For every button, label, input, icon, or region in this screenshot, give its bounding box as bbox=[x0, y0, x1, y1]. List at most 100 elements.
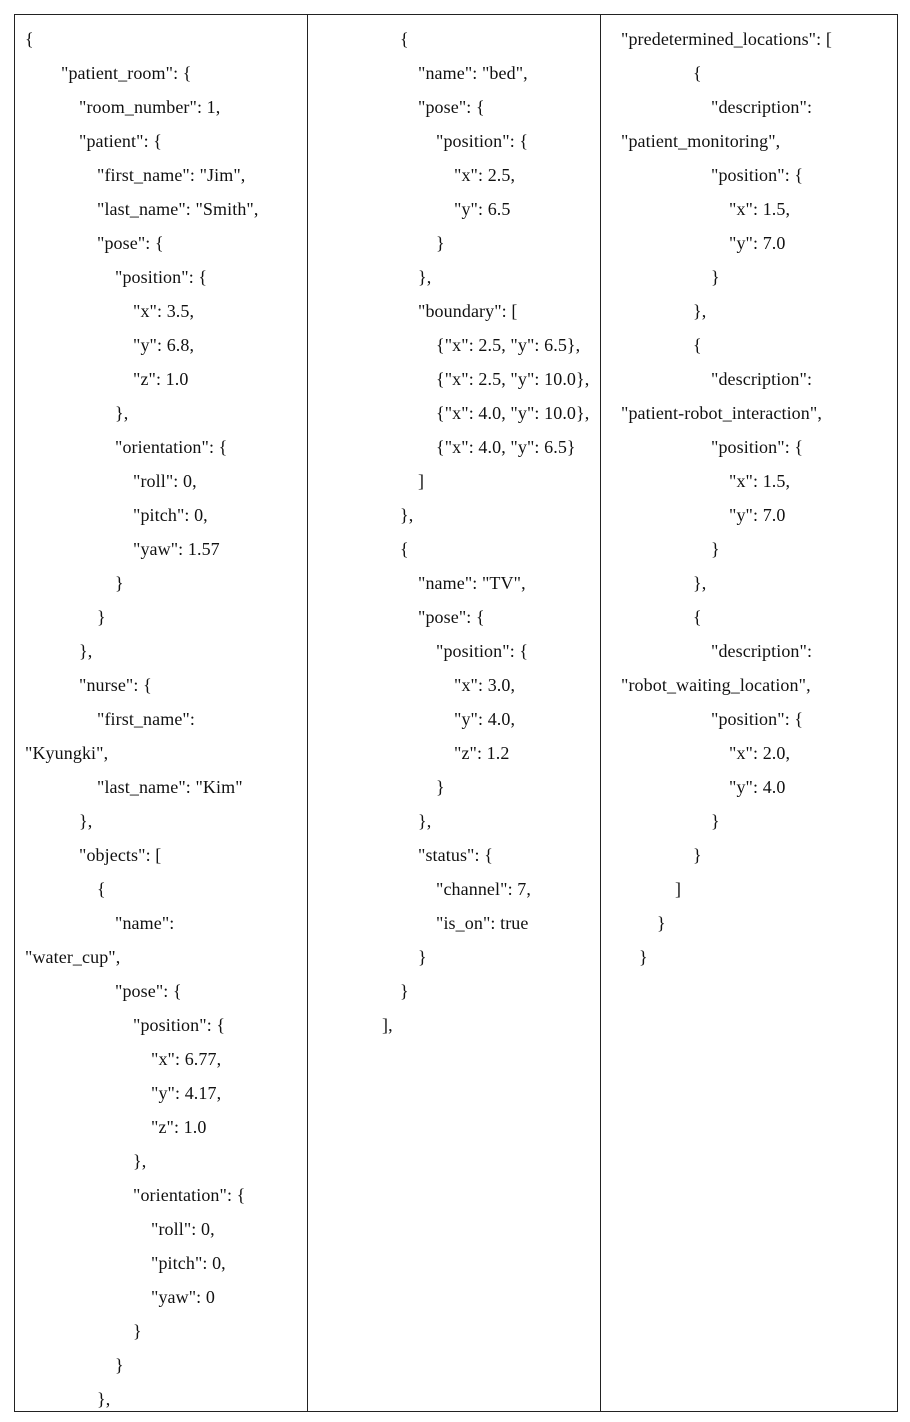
code-line: } bbox=[133, 1321, 142, 1341]
code-line: ] bbox=[418, 471, 425, 491]
code-line: "is_on": true bbox=[436, 913, 529, 933]
code-line: "patient_room": { bbox=[61, 63, 192, 83]
code-line: {"x": 4.0, "y": 6.5} bbox=[436, 437, 576, 457]
code-line: "position": { bbox=[115, 267, 208, 287]
code-line: "y": 4.17, bbox=[151, 1083, 222, 1103]
code-line: }, bbox=[418, 811, 432, 831]
code-line: "z": 1.0 bbox=[133, 369, 189, 389]
code-line: "y": 6.5 bbox=[454, 199, 511, 219]
code-line: { bbox=[693, 63, 702, 83]
column-2: { "name": "bed", "pose": { "position": { "x"… bbox=[308, 15, 601, 1411]
code-line: "predetermined_locations": [ bbox=[621, 29, 832, 49]
code-line: }, bbox=[115, 403, 129, 423]
code-line: "pose": { bbox=[115, 981, 182, 1001]
code-line: {"x": 4.0, "y": 10.0}, bbox=[436, 403, 590, 423]
code-line: "pitch": 0, bbox=[151, 1253, 226, 1273]
code-line: {"x": 2.5, "y": 10.0}, bbox=[436, 369, 590, 389]
code-line: "robot_waiting_location", bbox=[621, 675, 811, 695]
code-line: { bbox=[400, 539, 409, 559]
code-line: "roll": 0, bbox=[151, 1219, 215, 1239]
code-line: "first_name": "Jim", bbox=[97, 165, 246, 185]
code-line: { bbox=[400, 29, 409, 49]
code-line: }, bbox=[418, 267, 432, 287]
code-line: } bbox=[97, 607, 106, 627]
code-line: "first_name": bbox=[97, 709, 195, 729]
code-line: }, bbox=[693, 301, 707, 321]
code-line: } bbox=[436, 233, 445, 253]
code-line: }, bbox=[79, 811, 93, 831]
code-line: "z": 1.2 bbox=[454, 743, 510, 763]
code-line: "pose": { bbox=[418, 607, 485, 627]
code-line: "position": { bbox=[711, 709, 804, 729]
code-line: "position": { bbox=[711, 437, 804, 457]
code-line: "z": 1.0 bbox=[151, 1117, 207, 1137]
code-line: "y": 4.0, bbox=[454, 709, 516, 729]
code-line: "pose": { bbox=[97, 233, 164, 253]
code-line: "room_number": 1, bbox=[79, 97, 221, 117]
code-line: "x": 3.5, bbox=[133, 301, 195, 321]
code-line: "position": { bbox=[133, 1015, 226, 1035]
code-line: "x": 6.77, bbox=[151, 1049, 222, 1069]
code-line: ], bbox=[382, 1015, 393, 1035]
code-line: "x": 2.5, bbox=[454, 165, 516, 185]
code-line: "y": 4.0 bbox=[729, 777, 786, 797]
code-line: "patient-robot_interaction", bbox=[621, 403, 822, 423]
code-line: "water_cup", bbox=[25, 947, 121, 967]
code-line: "channel": 7, bbox=[436, 879, 531, 899]
code-line: "description": bbox=[711, 369, 813, 389]
code-line: "Kyungki", bbox=[25, 743, 109, 763]
code-line: "description": bbox=[711, 641, 813, 661]
code-line: "x": 2.0, bbox=[729, 743, 791, 763]
code-line: "orientation": { bbox=[133, 1185, 246, 1205]
code-line: "x": 3.0, bbox=[454, 675, 516, 695]
code-line: }, bbox=[79, 641, 93, 661]
code-line: } bbox=[400, 981, 409, 1001]
code-line: "boundary": [ bbox=[418, 301, 518, 321]
code-line: { bbox=[693, 607, 702, 627]
code-line: "roll": 0, bbox=[133, 471, 197, 491]
code-line: "position": { bbox=[711, 165, 804, 185]
code-line: } bbox=[115, 1355, 124, 1375]
code-line: } bbox=[639, 947, 648, 967]
code-line: "name": bbox=[115, 913, 175, 933]
code-line: "y": 7.0 bbox=[729, 505, 786, 525]
code-line: }, bbox=[133, 1151, 147, 1171]
code-line: }, bbox=[400, 505, 414, 525]
code-line: }, bbox=[693, 573, 707, 593]
code-line: "yaw": 0 bbox=[151, 1287, 215, 1307]
code-line: "orientation": { bbox=[115, 437, 228, 457]
code-line: } bbox=[711, 267, 720, 287]
code-line: { bbox=[97, 879, 106, 899]
code-line: "x": 1.5, bbox=[729, 471, 791, 491]
code-line: } bbox=[693, 845, 702, 865]
code-line: } bbox=[418, 947, 427, 967]
column-1: { "patient_room": { "room_number": 1, "pati… bbox=[15, 15, 308, 1411]
column-3: "predetermined_locations": [ { "descriptio… bbox=[601, 15, 899, 1411]
code-line: "description": bbox=[711, 97, 813, 117]
code-line: "nurse": { bbox=[79, 675, 152, 695]
code-line: "objects": [ bbox=[79, 845, 162, 865]
code-line: { bbox=[25, 29, 34, 49]
code-line: { bbox=[693, 335, 702, 355]
code-line: "y": 6.8, bbox=[133, 335, 195, 355]
code-line: "patient_monitoring", bbox=[621, 131, 781, 151]
code-line: "y": 7.0 bbox=[729, 233, 786, 253]
json-listing-table: { "patient_room": { "room_number": 1, "pati… bbox=[14, 14, 898, 1412]
code-line: "yaw": 1.57 bbox=[133, 539, 220, 559]
code-line: } bbox=[711, 539, 720, 559]
code-line: "pose": { bbox=[418, 97, 485, 117]
code-line: "last_name": "Kim" bbox=[97, 777, 243, 797]
code-line: ] bbox=[675, 879, 682, 899]
code-line: } bbox=[711, 811, 720, 831]
code-line: } bbox=[436, 777, 445, 797]
code-line: "name": "TV", bbox=[418, 573, 526, 593]
code-line: "last_name": "Smith", bbox=[97, 199, 259, 219]
code-line: "x": 1.5, bbox=[729, 199, 791, 219]
code-line: "position": { bbox=[436, 641, 529, 661]
code-line: "patient": { bbox=[79, 131, 163, 151]
code-line: "position": { bbox=[436, 131, 529, 151]
code-line: } bbox=[657, 913, 666, 933]
code-line: {"x": 2.5, "y": 6.5}, bbox=[436, 335, 581, 355]
code-line: "name": "bed", bbox=[418, 63, 528, 83]
code-line: }, bbox=[97, 1389, 111, 1409]
